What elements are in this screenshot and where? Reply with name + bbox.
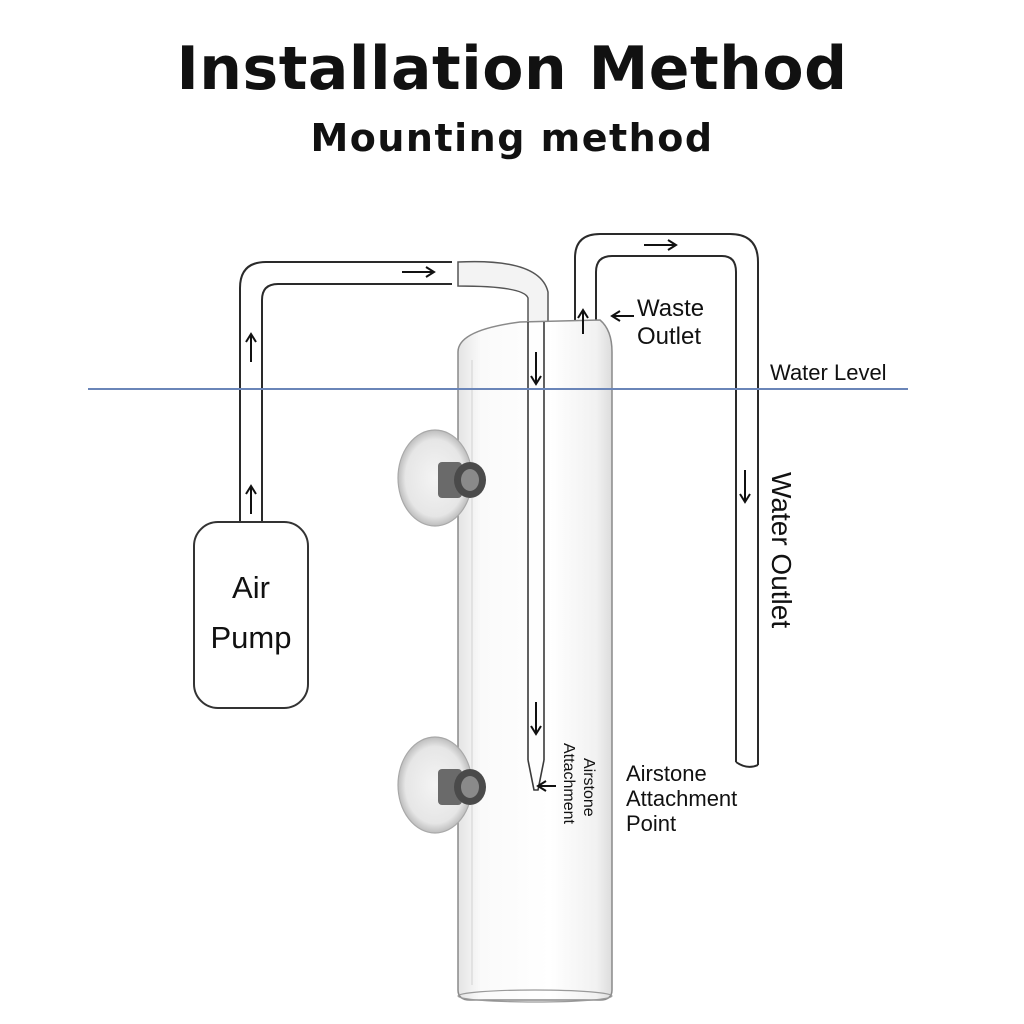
arrow-down-icon: [530, 352, 542, 386]
airstone-attachment-vertical-line2: Attachment: [560, 743, 577, 824]
airstone-point-label-line2: Attachment: [626, 786, 737, 811]
suction-cup-icon: [397, 736, 486, 834]
air-pump-box: [193, 521, 309, 709]
arrow-right-icon: [402, 266, 436, 278]
arrow-up-icon: [245, 332, 257, 362]
airstone-point-label-line1: Airstone: [626, 761, 707, 786]
air-pump-label-line1: Air: [232, 570, 270, 605]
glass-cylinder: [457, 319, 613, 1003]
water-outlet-tube: [574, 233, 759, 768]
water-level-label: Water Level: [770, 360, 887, 385]
airstone-attachment-vertical-line1: Airstone: [580, 758, 597, 817]
page-title: Installation Method: [176, 34, 848, 104]
flow-arrows: [245, 239, 751, 792]
arrow-up-icon: [245, 484, 257, 514]
air-pump-label-line2: Pump: [211, 620, 292, 655]
air-pump-tube: [239, 261, 452, 522]
arrow-right-icon: [644, 239, 678, 251]
waste-outlet-label-line1: Waste: [637, 295, 704, 322]
arrow-down-icon: [739, 470, 751, 504]
inner-airline: [527, 322, 545, 791]
arrow-left-icon: [536, 780, 556, 792]
air-inlet-elbow: [457, 260, 549, 323]
water-outlet-label: Water Outlet: [766, 472, 797, 628]
page-subtitle: Mounting method: [310, 116, 714, 160]
arrow-up-icon: [577, 308, 589, 334]
suction-cup-icon: [397, 429, 486, 527]
waste-outlet-label-line2: Outlet: [637, 323, 701, 350]
arrow-down-icon: [530, 702, 542, 736]
airstone-point-label-line3: Point: [626, 811, 676, 836]
arrow-left-icon: [610, 310, 634, 322]
